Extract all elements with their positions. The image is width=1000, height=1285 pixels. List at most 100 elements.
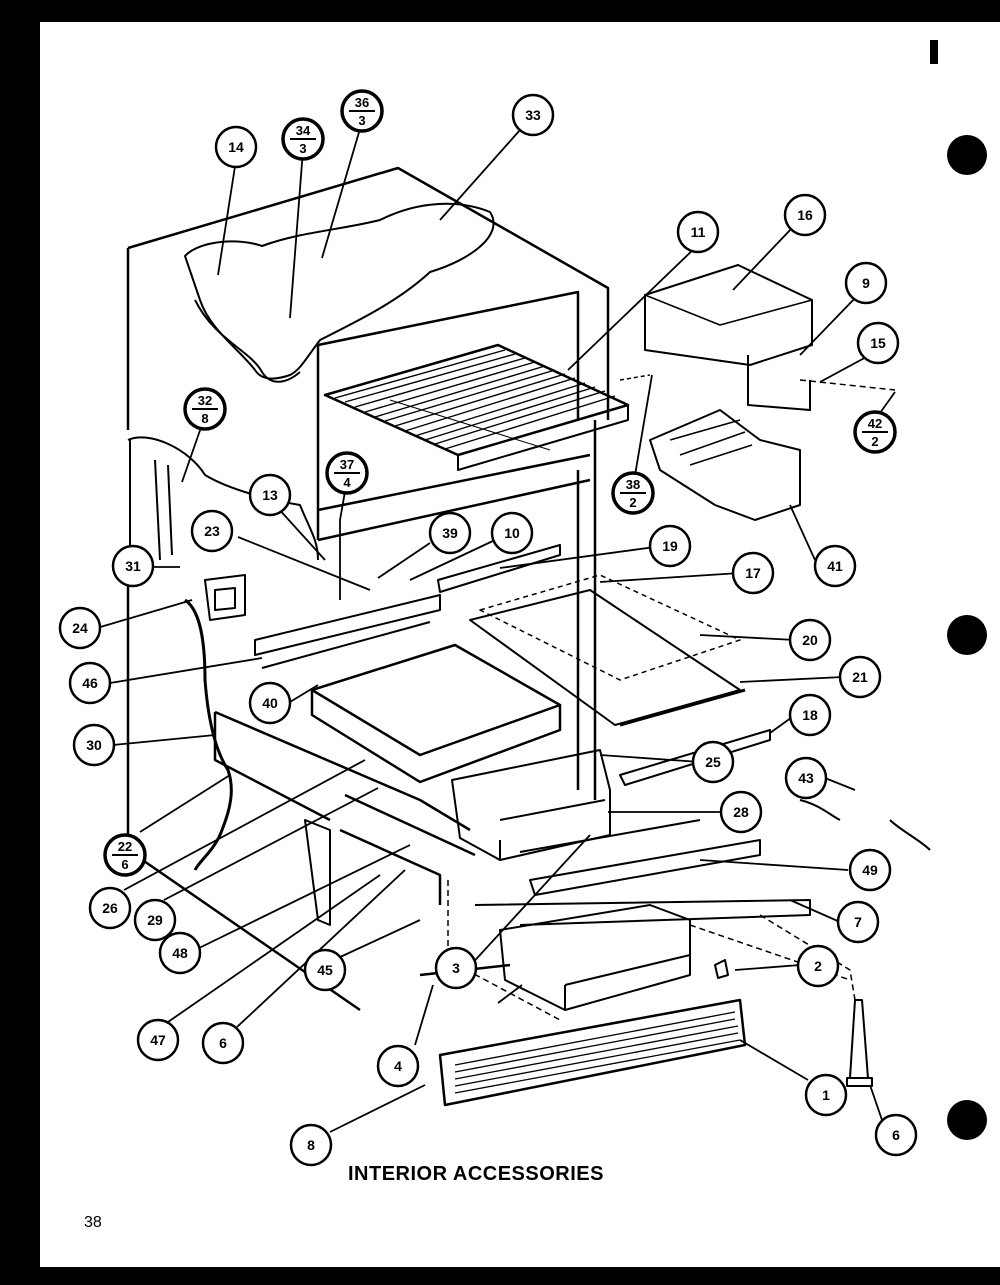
callout-circle — [88, 886, 132, 930]
callout-c46: 46 — [68, 661, 112, 705]
callout-c1: 1 — [804, 1073, 848, 1117]
callout-c41: 41 — [813, 544, 857, 588]
callout-circle — [434, 946, 478, 990]
callout-number: 34 — [296, 123, 311, 138]
callout-number: 4 — [394, 1058, 402, 1074]
callout-circle — [190, 509, 234, 553]
callout-c38: 382 — [611, 471, 655, 515]
callout-number: 23 — [204, 523, 220, 539]
callout-number: 9 — [862, 275, 870, 291]
callout-c26: 26 — [88, 886, 132, 930]
callout-c3: 3 — [434, 946, 478, 990]
callout-number: 45 — [317, 962, 333, 978]
callout-c19: 19 — [648, 524, 692, 568]
callout-circle — [731, 551, 775, 595]
callout-c49: 49 — [848, 848, 892, 892]
callout-number: 3 — [452, 960, 460, 976]
callout-circle — [72, 723, 116, 767]
callout-c29: 29 — [133, 898, 177, 942]
binder-hole — [947, 1100, 987, 1140]
callout-number: 30 — [86, 737, 102, 753]
page-number: 38 — [84, 1214, 102, 1231]
callout-number: 20 — [802, 632, 818, 648]
callout-number: 16 — [797, 207, 813, 223]
callout-circle — [303, 948, 347, 992]
callout-c2: 2 — [796, 944, 840, 988]
callout-circle — [248, 681, 292, 725]
callout-circle — [838, 655, 882, 699]
callout-number: 24 — [72, 620, 88, 636]
callout-c45: 45 — [303, 948, 347, 992]
callout-c10: 10 — [490, 511, 534, 555]
callout-number: 14 — [228, 139, 244, 155]
callout-c4: 4 — [376, 1044, 420, 1088]
callout-quantity: 2 — [629, 495, 636, 510]
callout-quantity: 4 — [343, 475, 351, 490]
callout-number: 37 — [340, 457, 354, 472]
callout-number: 10 — [504, 525, 520, 541]
callout-number: 21 — [852, 669, 868, 685]
callout-number: 6 — [892, 1127, 900, 1143]
callout-circle — [648, 524, 692, 568]
callout-number: 49 — [862, 862, 878, 878]
binder-hole — [947, 615, 987, 655]
callout-c43: 43 — [784, 756, 828, 800]
callout-c25: 25 — [691, 740, 735, 784]
leader-lines — [96, 121, 896, 1133]
callout-circle — [58, 606, 102, 650]
callout-circle — [376, 1044, 420, 1088]
callout-c47: 47 — [136, 1018, 180, 1062]
callout-number: 2 — [814, 958, 822, 974]
callout-number: 15 — [870, 335, 886, 351]
callout-c14: 14 — [214, 125, 258, 169]
callout-c36: 363 — [340, 89, 384, 133]
callout-circle — [783, 193, 827, 237]
callout-number: 28 — [733, 804, 749, 820]
callout-circle — [428, 511, 472, 555]
callout-c8: 8 — [289, 1123, 333, 1167]
callout-circle — [511, 93, 555, 137]
callout-circle — [856, 321, 900, 365]
cabinet-drawing — [126, 166, 931, 1107]
callout-number: 26 — [102, 900, 118, 916]
callout-quantity: 6 — [121, 857, 128, 872]
diagram-caption: INTERIOR ACCESSORIES — [348, 1163, 604, 1185]
callout-number: 46 — [82, 675, 98, 691]
callout-number: 41 — [827, 558, 843, 574]
callout-circle — [784, 756, 828, 800]
callout-number: 25 — [705, 754, 721, 770]
callout-circle — [133, 898, 177, 942]
callout-circle — [874, 1113, 918, 1157]
callout-number: 8 — [307, 1137, 315, 1153]
callout-number: 38 — [626, 477, 640, 492]
callout-c17: 17 — [731, 551, 775, 595]
callout-number: 18 — [802, 707, 818, 723]
callout-c7: 7 — [836, 900, 880, 944]
callout-circle — [158, 931, 202, 975]
callout-c22: 226 — [103, 833, 147, 877]
callout-number: 42 — [868, 416, 882, 431]
callout-number: 1 — [822, 1087, 830, 1103]
callout-circle — [214, 125, 258, 169]
callout-number: 33 — [525, 107, 541, 123]
callout-c20: 20 — [788, 618, 832, 662]
callout-c15: 15 — [856, 321, 900, 365]
callout-circle — [848, 848, 892, 892]
callout-number: 32 — [198, 393, 212, 408]
callout-c6a: 6 — [201, 1021, 245, 1065]
callout-c24: 24 — [58, 606, 102, 650]
callout-quantity: 2 — [871, 434, 878, 449]
callout-circle — [201, 1021, 245, 1065]
callout-circle — [68, 661, 112, 705]
callout-c18: 18 — [788, 693, 832, 737]
callout-number: 19 — [662, 538, 678, 554]
callout-number: 43 — [798, 770, 814, 786]
callout-circle — [719, 790, 763, 834]
callout-c31: 31 — [111, 544, 155, 588]
callout-number: 31 — [125, 558, 141, 574]
callout-number: 6 — [219, 1035, 227, 1051]
callout-quantity: 3 — [299, 141, 306, 156]
callout-number: 39 — [442, 525, 458, 541]
